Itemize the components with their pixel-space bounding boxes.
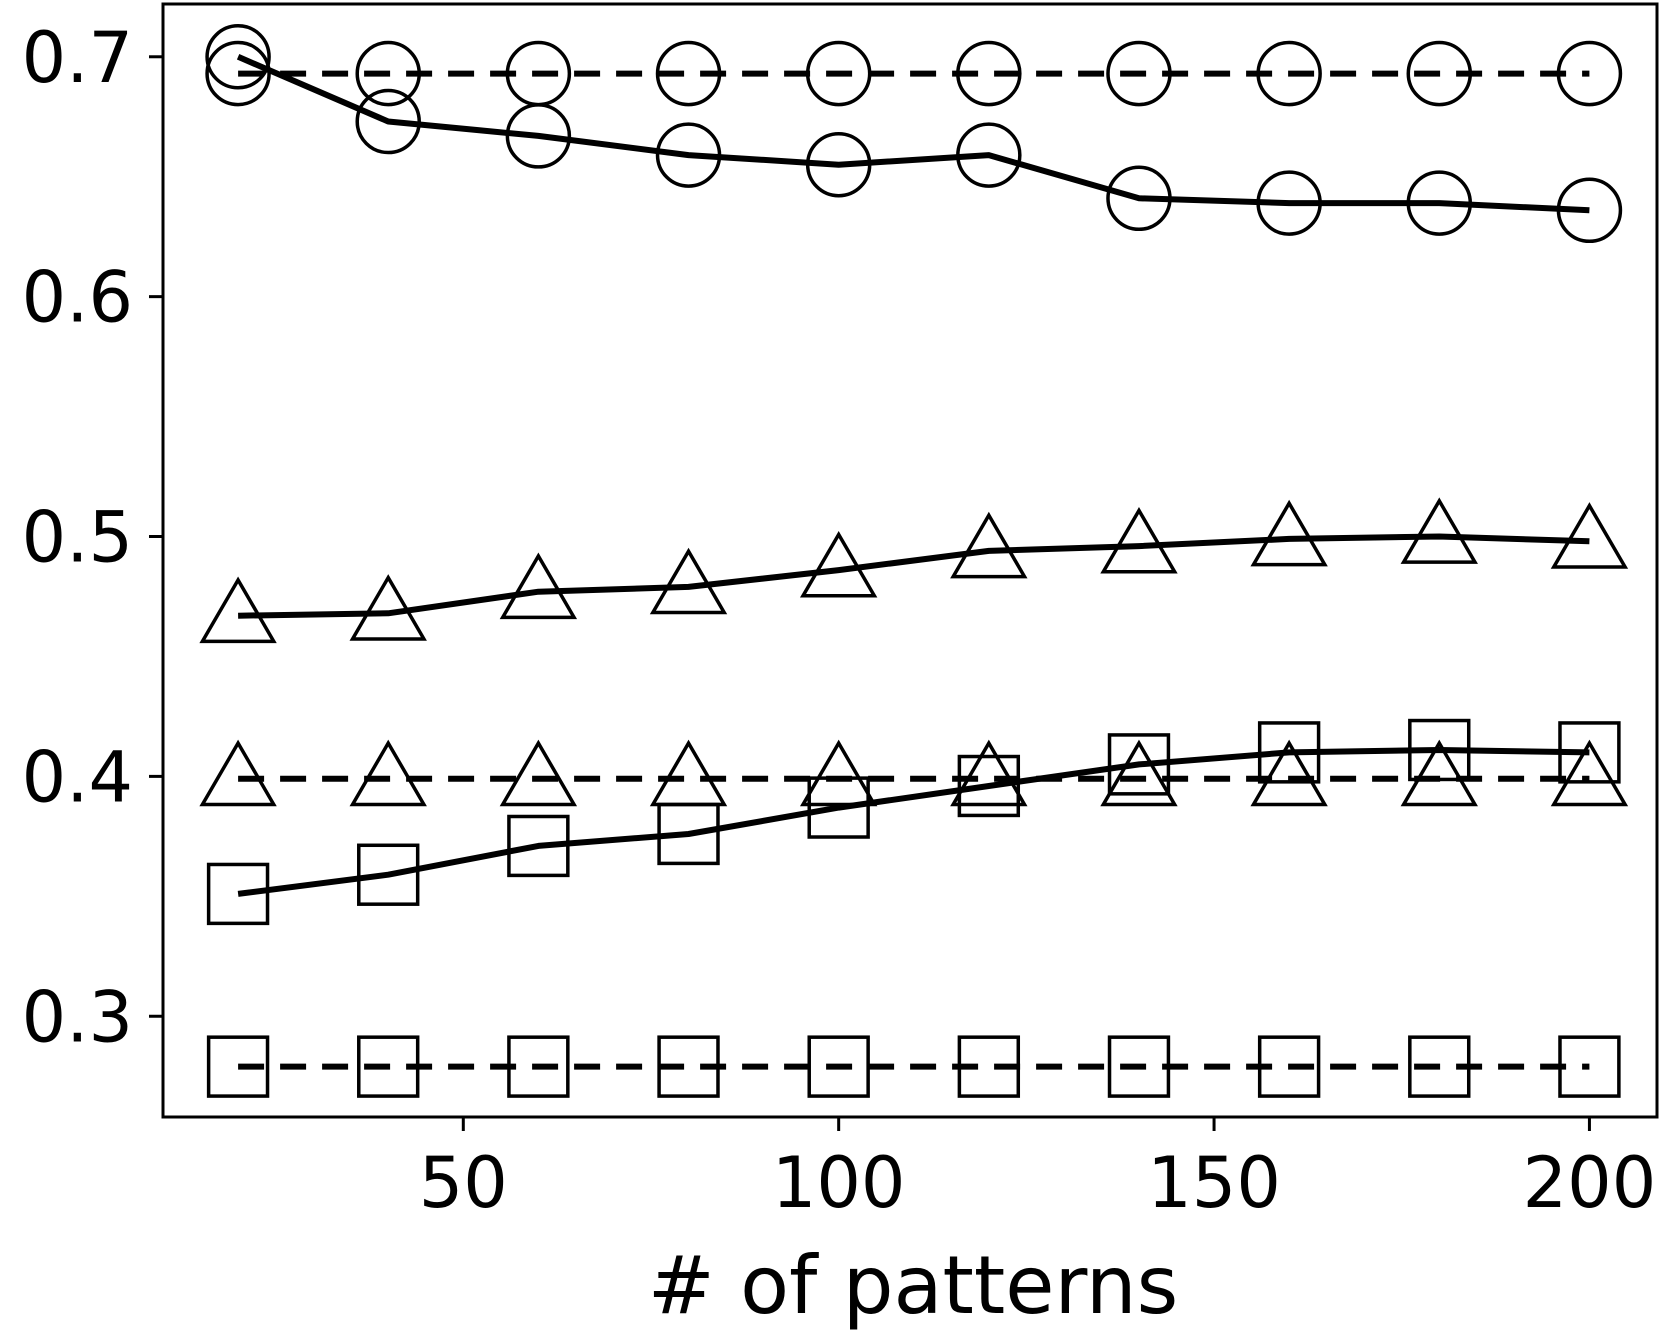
y-tick-label: 0.3 xyxy=(22,976,133,1058)
data-point-circle xyxy=(205,24,271,90)
x-tick-label: 200 xyxy=(1523,1142,1657,1224)
series-triangle-dashed xyxy=(199,739,1629,807)
data-point-circle xyxy=(1406,170,1473,236)
data-point-square xyxy=(206,1035,270,1098)
y-tick-label: 0.4 xyxy=(22,736,133,818)
data-point-square xyxy=(1408,1035,1471,1098)
y-tick-label: 0.7 xyxy=(22,17,133,99)
data-point-triangle xyxy=(799,739,878,807)
data-point-circle xyxy=(355,40,421,107)
data-point-triangle xyxy=(199,739,277,807)
data-point-square xyxy=(357,1035,420,1098)
data-point-circle xyxy=(655,122,722,188)
series-layer xyxy=(199,24,1629,1098)
data-point-square xyxy=(1257,1035,1321,1098)
x-tick-label: 50 xyxy=(419,1142,508,1224)
data-point-square xyxy=(957,1035,1021,1098)
data-point-square xyxy=(1408,718,1471,782)
data-point-circle xyxy=(805,131,872,198)
data-point-circle xyxy=(1256,170,1322,236)
series-circle-dashed xyxy=(205,40,1623,107)
data-point-square xyxy=(657,1035,720,1098)
data-point-triangle xyxy=(1250,739,1328,807)
data-point-square xyxy=(1558,1035,1621,1098)
data-point-triangle xyxy=(349,739,427,807)
data-point-triangle xyxy=(349,574,427,641)
series-triangle-solid xyxy=(199,497,1629,644)
data-point-square xyxy=(357,843,420,906)
data-point-triangle xyxy=(1250,499,1328,567)
data-point-square xyxy=(1257,721,1321,784)
data-point-circle xyxy=(956,122,1022,188)
data-point-square xyxy=(206,862,270,926)
data-point-circle xyxy=(205,40,271,107)
data-point-triangle xyxy=(1100,739,1178,807)
plot-frame xyxy=(161,2,1659,1119)
series-line xyxy=(236,54,1590,214)
data-point-triangle xyxy=(950,739,1028,807)
data-point-triangle xyxy=(1400,497,1478,564)
series-circle-solid xyxy=(205,24,1623,244)
data-point-triangle xyxy=(499,739,578,807)
data-point-circle xyxy=(1556,177,1623,244)
y-tick-label: 0.6 xyxy=(22,257,133,339)
x-tick-label: 100 xyxy=(772,1142,906,1224)
data-point-square xyxy=(507,1035,570,1098)
data-point-circle xyxy=(355,88,421,155)
data-point-square xyxy=(507,814,570,878)
series-square-solid xyxy=(206,718,1621,926)
data-point-triangle xyxy=(950,511,1028,579)
data-point-square xyxy=(1107,733,1171,796)
axes-layer: 50 100 150 200 0.3 0.4 0.5 0.6 0.7 xyxy=(22,2,1659,1224)
data-point-triangle xyxy=(799,530,878,598)
data-point-square xyxy=(1558,721,1621,784)
data-point-triangle xyxy=(1550,502,1629,569)
data-point-triangle xyxy=(649,547,728,615)
data-point-square xyxy=(657,802,720,866)
data-point-circle xyxy=(655,40,722,107)
data-point-circle xyxy=(1406,40,1473,107)
data-point-circle xyxy=(1106,40,1172,107)
data-point-circle xyxy=(805,40,872,107)
data-point-circle xyxy=(956,40,1022,107)
data-point-triangle xyxy=(649,739,728,807)
data-point-square xyxy=(807,776,870,839)
data-point-square xyxy=(1107,1035,1171,1098)
data-point-triangle xyxy=(1400,739,1478,807)
data-point-square xyxy=(957,754,1021,818)
x-tick-label: 150 xyxy=(1147,1142,1281,1224)
data-point-circle xyxy=(505,40,572,107)
data-point-circle xyxy=(1106,165,1172,232)
y-tick-label: 0.5 xyxy=(22,497,133,579)
x-axis-label: # of patterns xyxy=(648,1239,1179,1332)
data-point-circle xyxy=(1556,40,1623,107)
series-line xyxy=(237,747,1590,897)
series-square-dashed xyxy=(206,1035,1621,1098)
data-point-square xyxy=(807,1035,870,1098)
data-point-triangle xyxy=(499,552,578,620)
data-point-triangle xyxy=(199,576,277,644)
data-point-triangle xyxy=(1100,506,1178,574)
data-point-circle xyxy=(1256,40,1322,107)
data-point-triangle xyxy=(1550,739,1629,807)
series-line xyxy=(238,533,1590,619)
